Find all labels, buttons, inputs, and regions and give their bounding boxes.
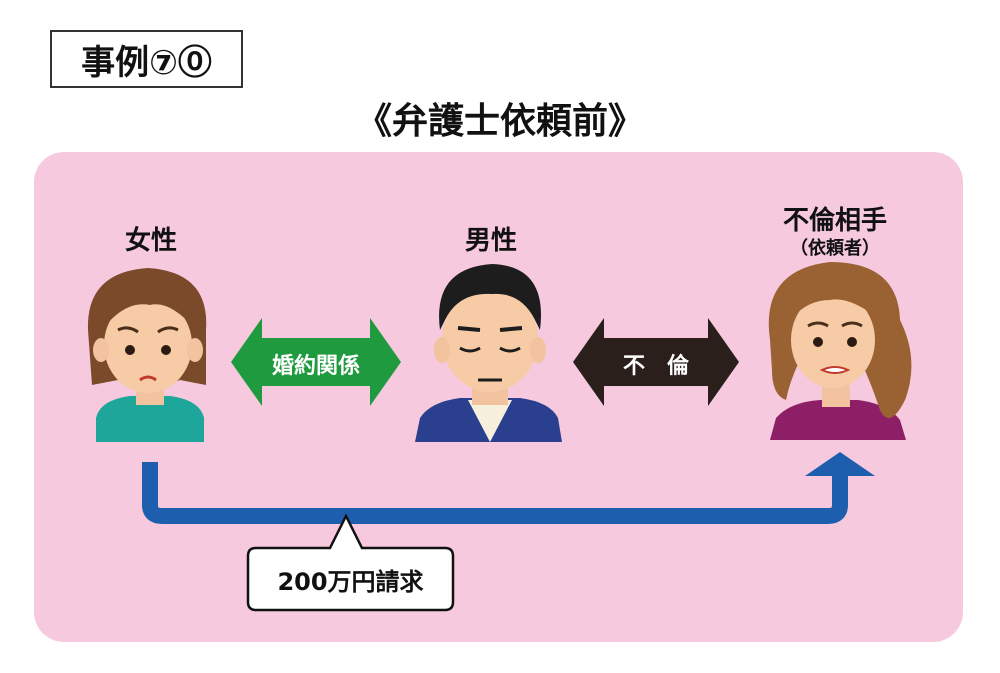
claim-label: 200万円請求 bbox=[277, 568, 424, 596]
engagement-arrow bbox=[231, 318, 401, 406]
affair-partner-illustration bbox=[768, 262, 912, 440]
engagement-label: 婚約関係 bbox=[271, 354, 360, 379]
woman-illustration bbox=[87, 268, 207, 442]
case-number: 事例⑦⓪ bbox=[81, 42, 212, 83]
claim-arrow-line bbox=[142, 462, 848, 524]
man-illustration bbox=[415, 264, 562, 442]
affair-partner-sublabel: （依頼者） bbox=[790, 238, 880, 259]
affair-label: 不 倫 bbox=[622, 354, 689, 379]
affair-partner-label: 不倫相手 bbox=[782, 206, 887, 236]
claim-arrowhead bbox=[805, 452, 875, 476]
woman-label: 女性 bbox=[124, 226, 177, 256]
affair-arrow bbox=[573, 318, 739, 406]
man-label: 男性 bbox=[464, 226, 517, 256]
case-number-box: 事例⑦⓪ bbox=[50, 30, 243, 88]
claim-bubble bbox=[246, 513, 455, 612]
page-title: 《弁護士依頼前》 bbox=[355, 101, 644, 142]
